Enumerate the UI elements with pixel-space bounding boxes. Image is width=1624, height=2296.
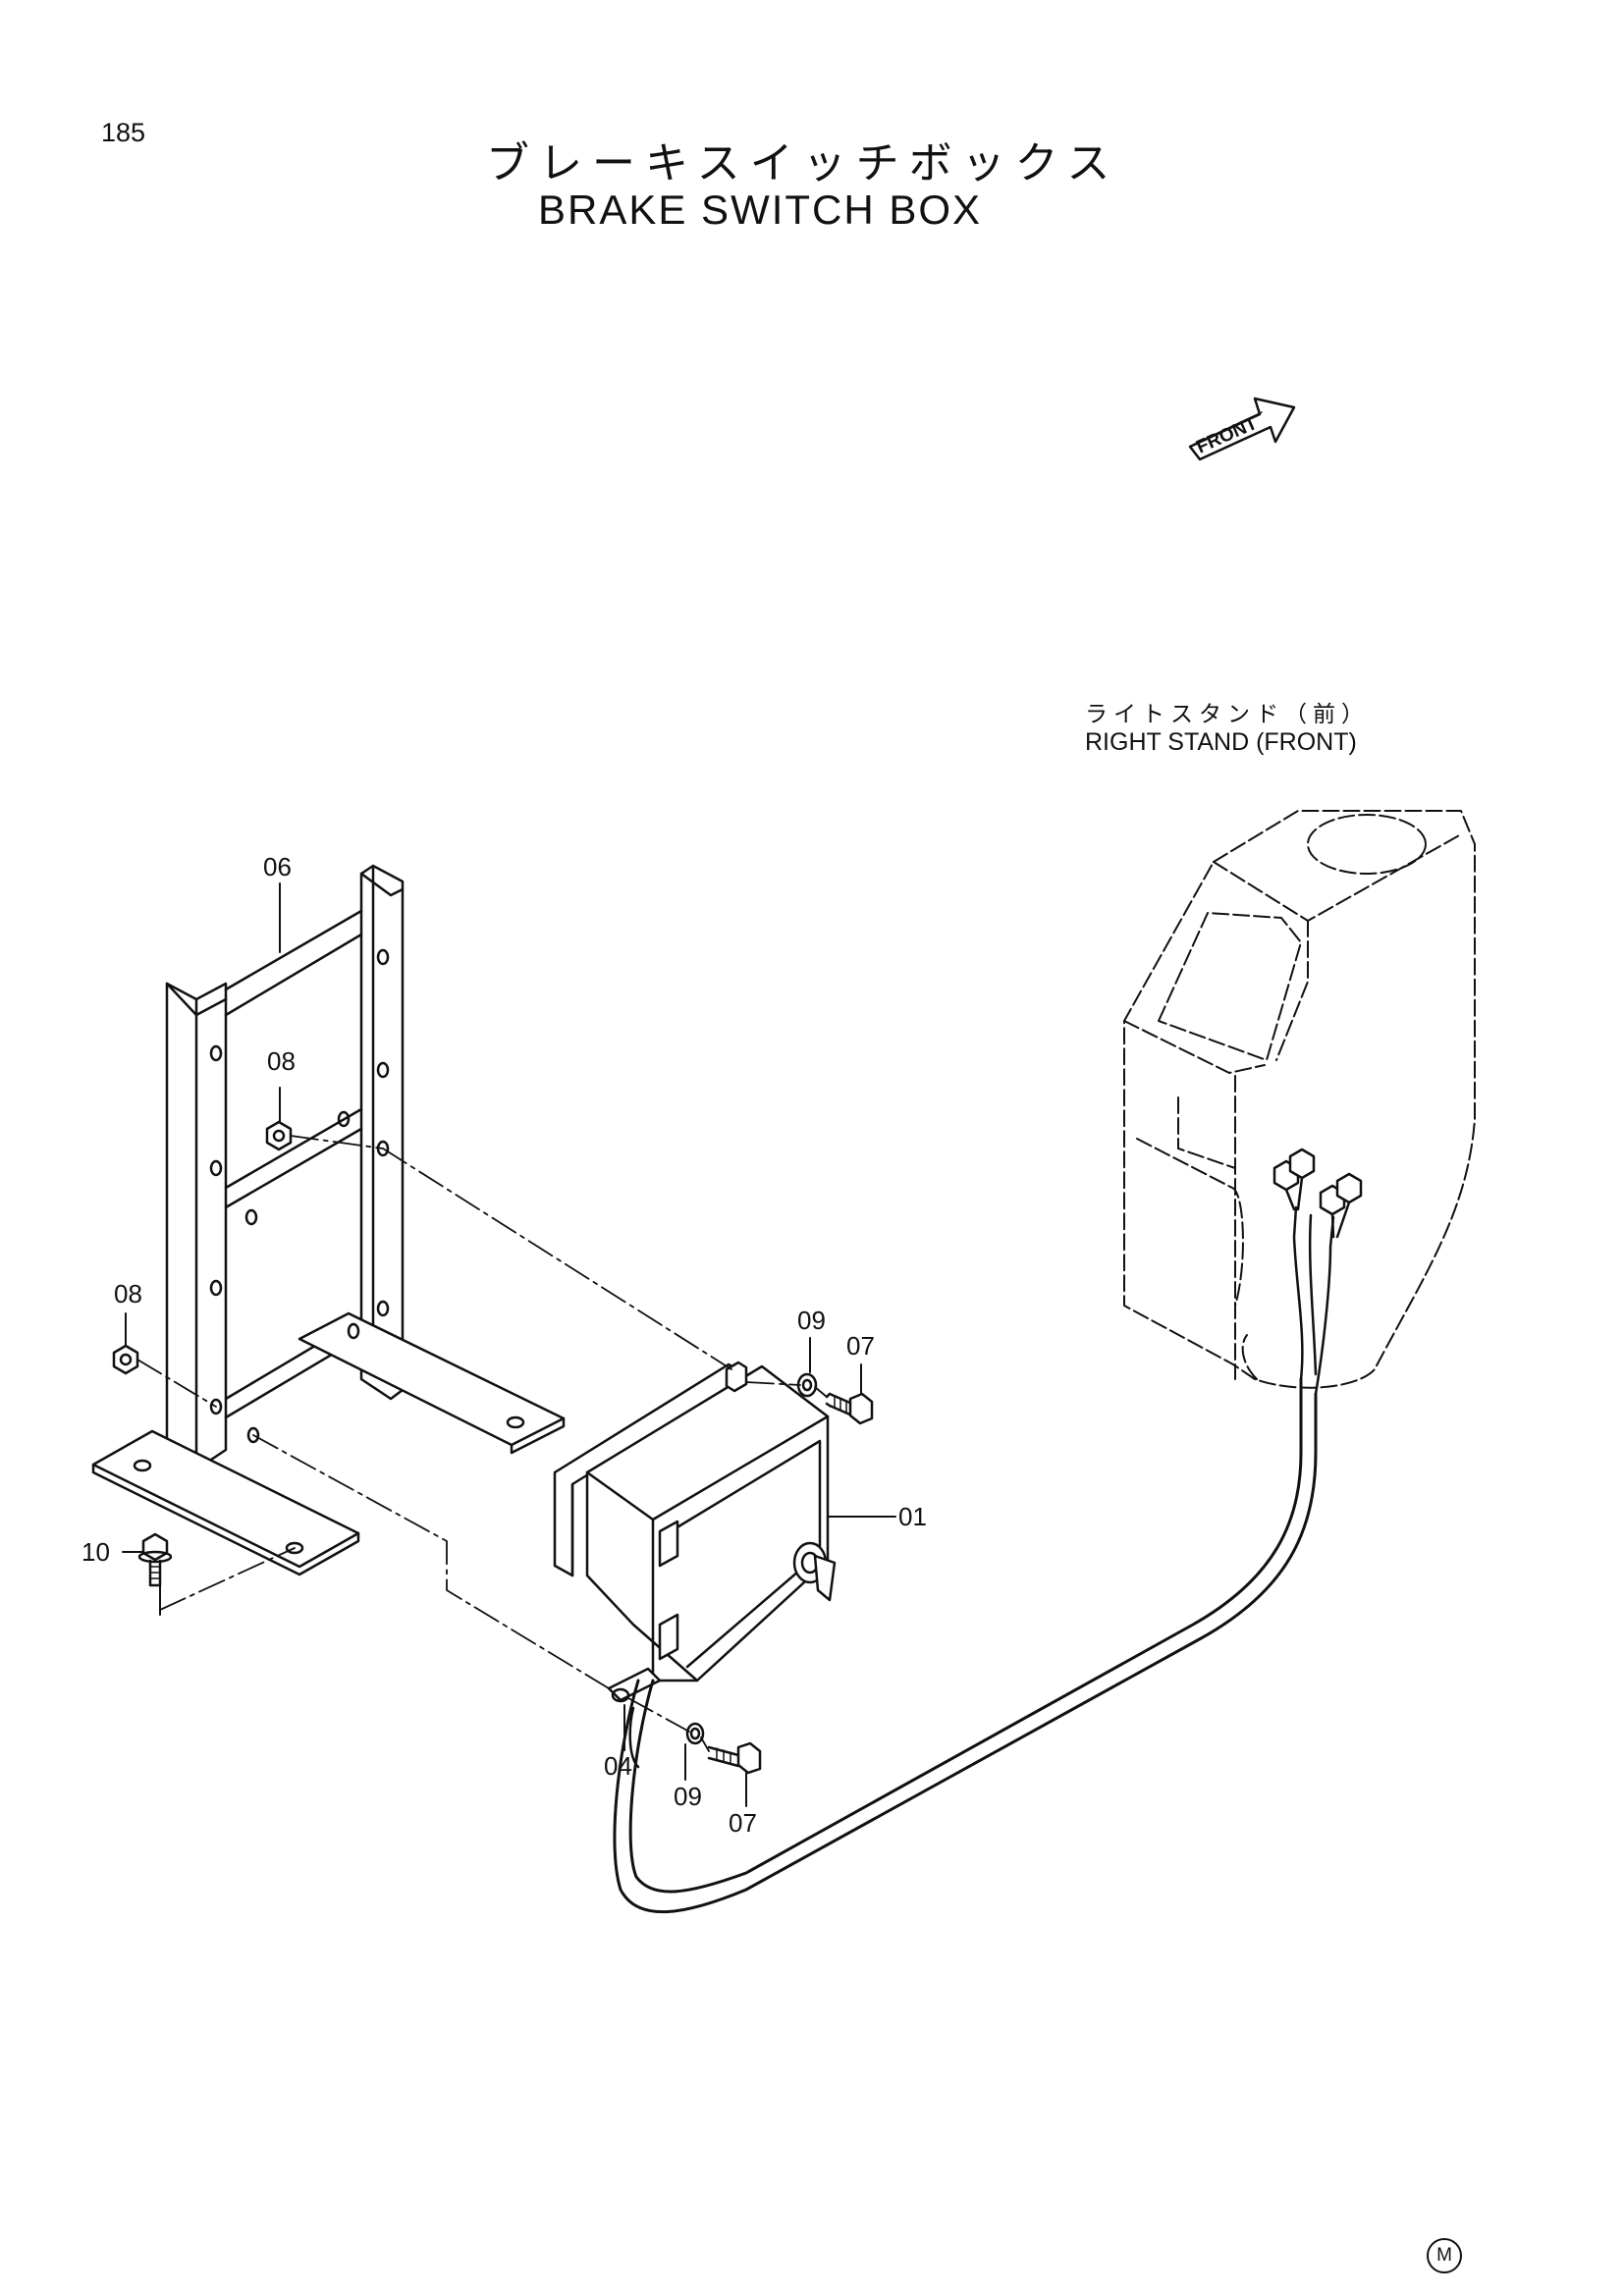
callout-10: 10 (81, 1537, 110, 1567)
hex-nut-lower (112, 1344, 139, 1375)
page-title: BRAKE SWITCH BOX (538, 187, 983, 233)
callout-06: 06 (263, 852, 292, 881)
wire-harness (613, 1205, 1335, 1914)
callout-08-lower: 08 (114, 1279, 142, 1308)
connector-right (1319, 1172, 1363, 1239)
assembly-center-lines (136, 1135, 828, 1752)
brake-switch-box (553, 1361, 837, 1682)
callout-07-upper: 07 (846, 1331, 875, 1361)
flange-bolt (137, 1532, 173, 1587)
callout-08-upper: 08 (267, 1046, 296, 1076)
hex-bolt-lower (707, 1741, 762, 1775)
callout-07-lower: 07 (729, 1808, 757, 1838)
right-stand-label: RIGHT STAND (FRONT) (1085, 728, 1357, 756)
washer-lower (685, 1722, 705, 1745)
right-stand-reference (1123, 810, 1476, 1389)
page-number: 185 (101, 118, 146, 147)
right-stand-label-japanese: ライトスタンド（前） (1085, 702, 1370, 727)
hex-bolt-upper (825, 1392, 874, 1425)
callout-09-upper: 09 (797, 1306, 826, 1335)
cable-clamp (607, 1667, 662, 1769)
callout-01: 01 (898, 1502, 927, 1531)
front-arrow-icon: FRONT (1188, 397, 1296, 461)
manufacturer-mark: M (1427, 2238, 1462, 2273)
callout-04: 04 (604, 1751, 632, 1781)
callout-09-lower: 09 (674, 1782, 702, 1811)
connector-left (1272, 1148, 1316, 1211)
callout-leaders (122, 882, 896, 1807)
hex-nut-upper (265, 1120, 293, 1151)
frame-bracket (91, 864, 566, 1576)
front-arrow-label: FRONT (1193, 413, 1261, 458)
page-title-japanese: ブレーキスイッチボックス (486, 138, 1120, 188)
